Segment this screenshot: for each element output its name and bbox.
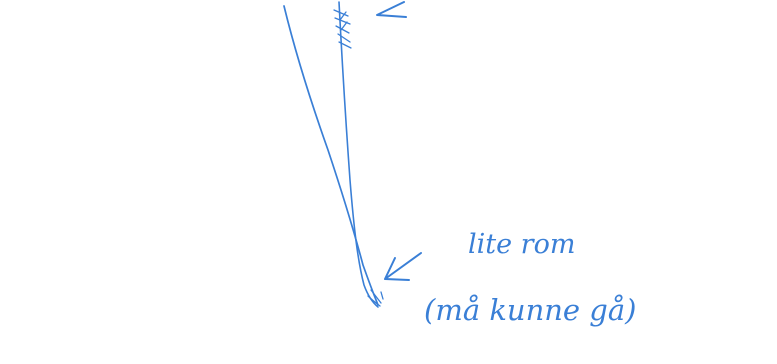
hatch-marks: [333, 9, 352, 49]
left-tapering-line: [283, 5, 379, 306]
bottom-arrow: [384, 252, 422, 281]
annotation-line-2: (må kunne gå): [424, 293, 636, 327]
right-tapering-line: [338, 1, 379, 308]
top-arrow: [376, 1, 407, 18]
tip-marks: [367, 289, 384, 307]
annotation-line-1: lite rom: [468, 229, 575, 260]
